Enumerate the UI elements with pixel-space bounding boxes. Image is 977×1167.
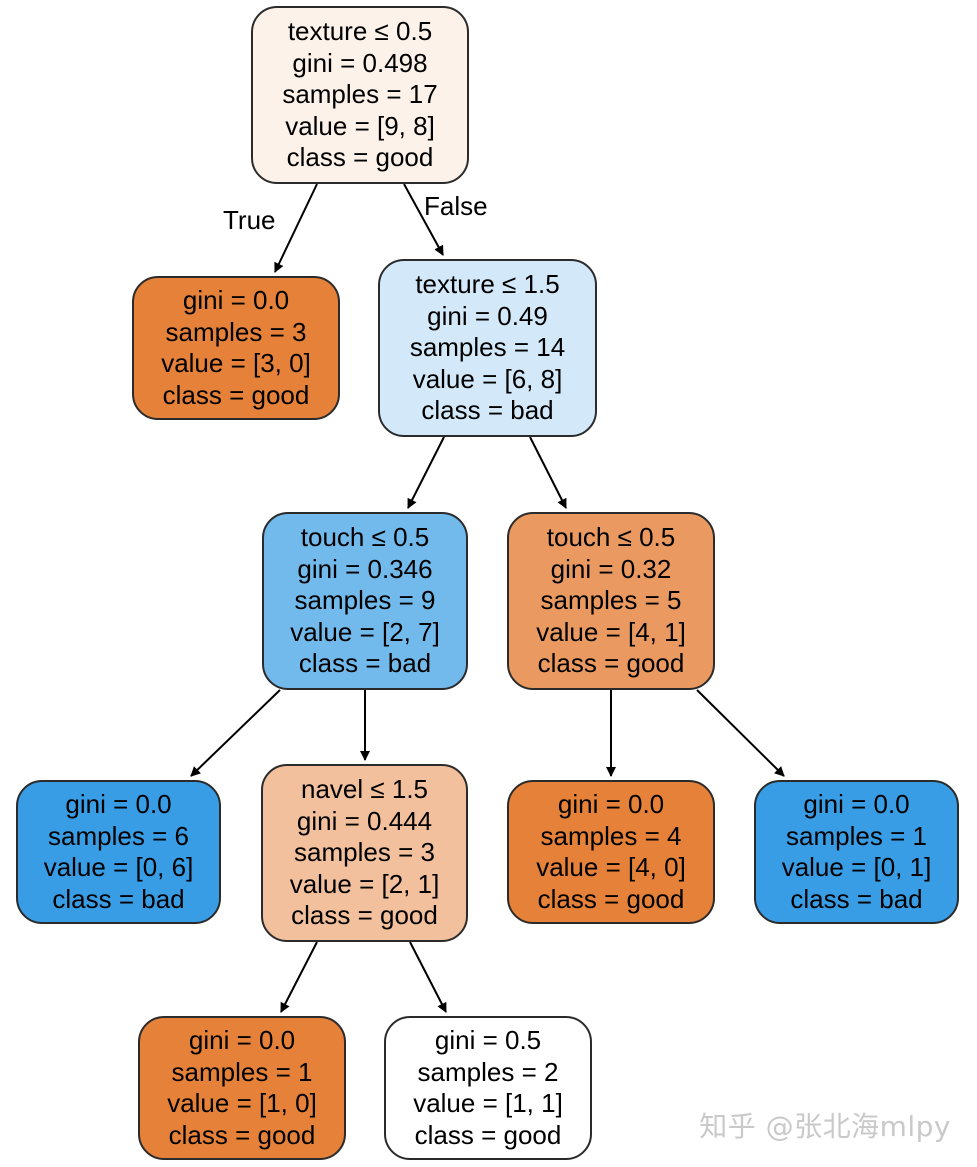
node-line: class = bad [52, 883, 185, 914]
node-line: gini = 0.498 [292, 47, 428, 78]
edge-label: False [424, 191, 488, 221]
node-line: class = bad [421, 395, 554, 426]
node-line: value = [9, 8] [285, 110, 435, 141]
node-line: samples = 9 [294, 585, 436, 616]
node-line: class = good [414, 1119, 562, 1150]
node-line: samples = 14 [409, 332, 566, 363]
node-line: gini = 0.5 [434, 1025, 542, 1055]
node-line: touch ≤ 0.5 [546, 522, 676, 553]
node-line: gini = 0.0 [188, 1025, 296, 1055]
node-line: value = [3, 0] [161, 348, 311, 378]
node-line: samples = 3 [294, 837, 435, 868]
node-line: samples = 17 [282, 79, 438, 110]
node-line: texture ≤ 0.5 [287, 16, 433, 47]
node-line: value = [2, 1] [289, 868, 440, 899]
node-line: touch ≤ 0.5 [300, 522, 430, 553]
node-line: class = bad [298, 648, 432, 679]
node-line: class = good [286, 142, 434, 173]
node-line: texture ≤ 1.5 [415, 269, 560, 300]
node-line: samples = 6 [48, 820, 189, 851]
edge-arrow [696, 689, 785, 777]
edge-arrow [409, 941, 447, 1013]
node-line: value = [1, 0] [167, 1088, 317, 1118]
edge-arrow [274, 183, 318, 273]
edge-label: True [223, 205, 276, 235]
watermark: 知乎 @张北海mlpy [699, 1110, 951, 1143]
node-line: value = [2, 7] [290, 616, 440, 647]
node-line: gini = 0.32 [550, 553, 672, 584]
node-line: value = [6, 8] [412, 363, 563, 394]
node-line: gini = 0.0 [803, 789, 910, 819]
node-line: class = good [537, 883, 685, 914]
node-line: value = [1, 1] [413, 1088, 563, 1118]
node-line: gini = 0.0 [557, 789, 665, 819]
node-line: samples = 5 [540, 585, 682, 616]
edge-arrow [407, 436, 445, 509]
node-line: class = good [291, 900, 438, 931]
node-line: gini = 0.346 [297, 553, 433, 584]
node-line: gini = 0.0 [182, 285, 290, 315]
node-line: navel ≤ 1.5 [300, 774, 429, 805]
node-line: value = [4, 1] [536, 616, 686, 647]
node-line: class = bad [790, 883, 923, 914]
node-line: samples = 1 [171, 1056, 313, 1087]
node-line: gini = 0.0 [65, 789, 172, 819]
node-line: samples = 1 [786, 820, 927, 851]
edge-arrow [529, 436, 567, 509]
node-line: class = good [162, 379, 310, 410]
node-line: gini = 0.444 [296, 805, 433, 836]
node-line: gini = 0.49 [427, 300, 548, 331]
node-line: value = [4, 0] [536, 852, 686, 882]
edge-arrow [403, 183, 444, 256]
node-line: value = [0, 6] [43, 852, 194, 882]
node-line: class = good [168, 1119, 316, 1150]
edge-arrow [190, 689, 281, 777]
node-line: class = good [537, 648, 685, 679]
edge-arrow [280, 941, 318, 1013]
node-line: samples = 4 [540, 820, 682, 851]
node-line: value = [0, 1] [781, 852, 932, 882]
node-line: samples = 2 [417, 1056, 559, 1087]
node-line: samples = 3 [165, 316, 307, 347]
